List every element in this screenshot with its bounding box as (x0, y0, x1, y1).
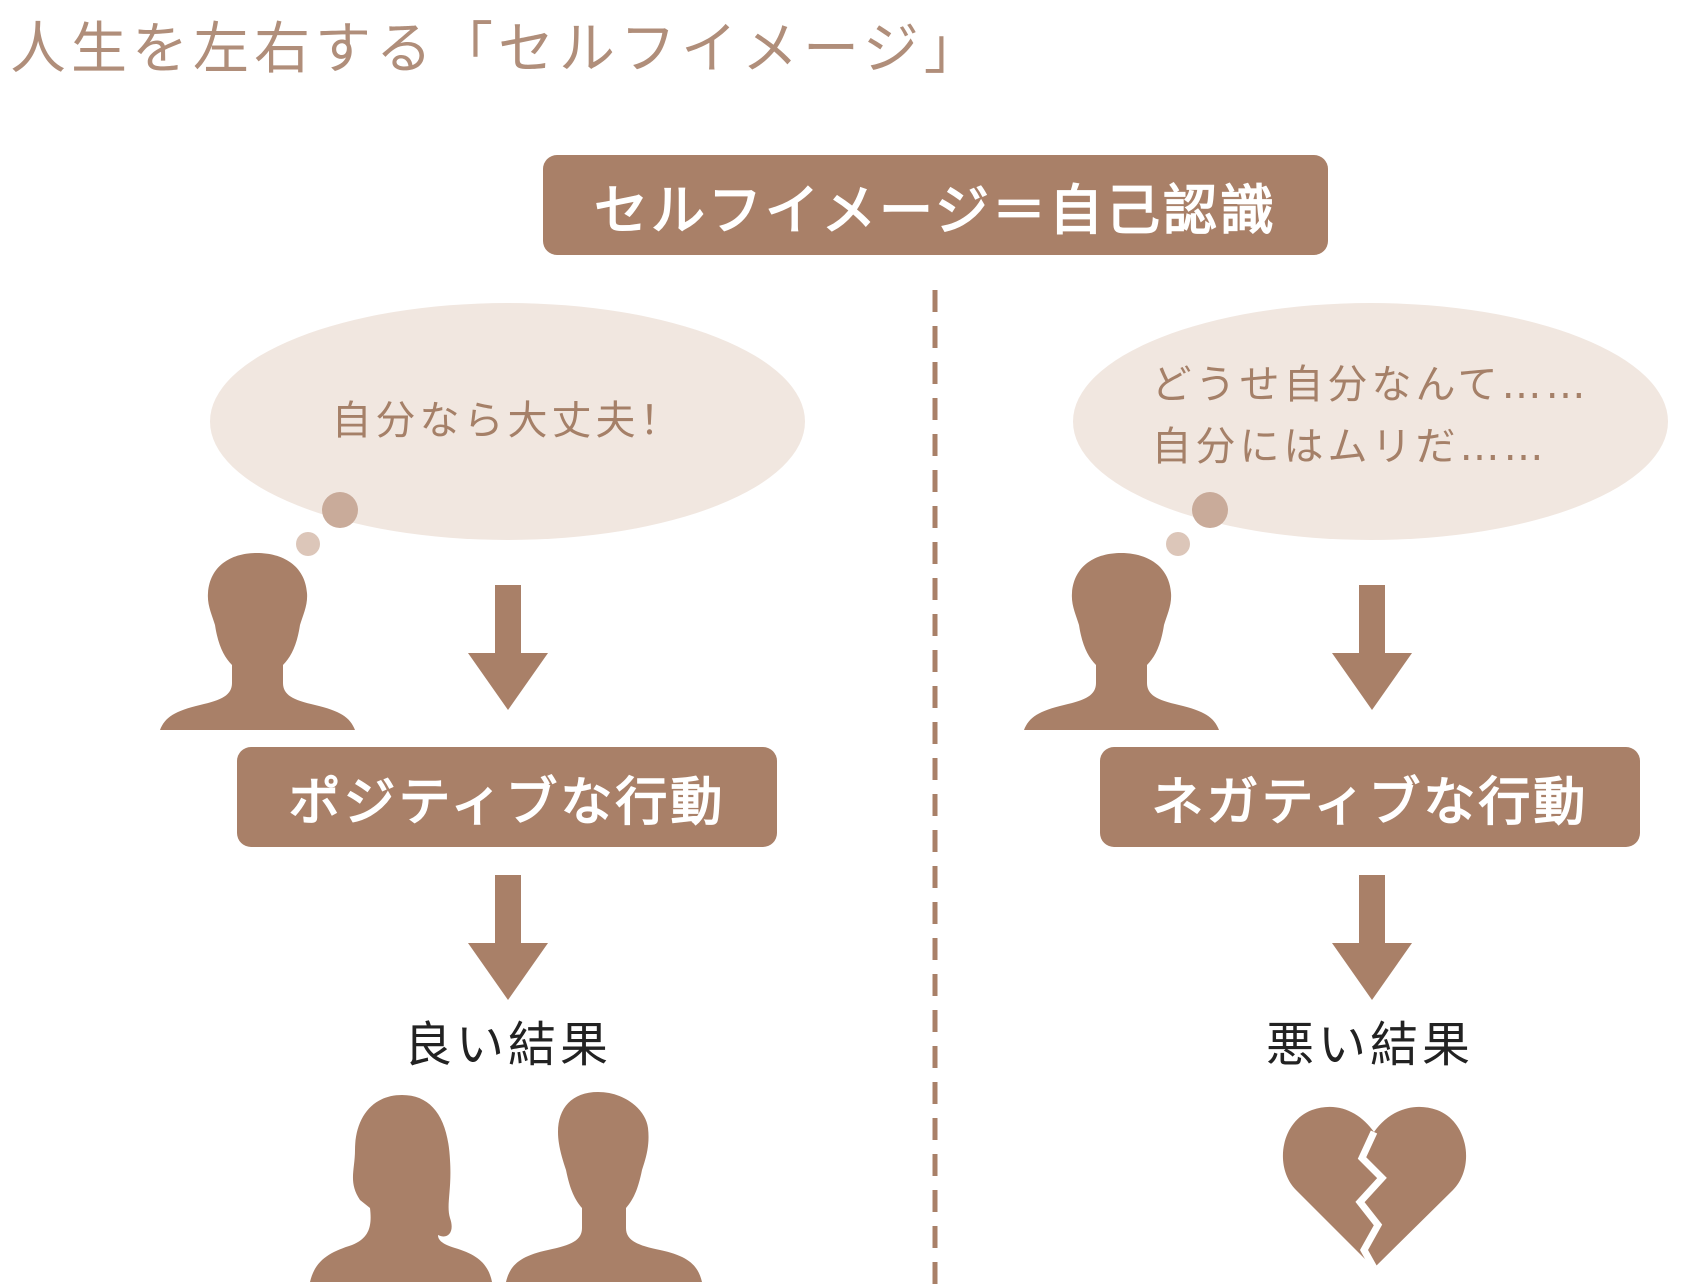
thought-bubble-positive: 自分なら大丈夫！ (210, 303, 805, 540)
bad-result-label: 悪い結果 (1265, 1017, 1474, 1073)
thought-text-negative: どうせ自分なんて…… 自分にはムリだ…… (1151, 361, 1590, 470)
thought-dots-left (296, 492, 358, 556)
couple-icon (310, 1092, 702, 1282)
arrow-down-icon (468, 585, 548, 710)
good-result-label: 良い結果 (403, 1017, 612, 1073)
broken-heart-icon (1282, 1106, 1467, 1270)
thought-dots-right (1166, 492, 1228, 556)
thought-bubble-negative: どうせ自分なんて…… 自分にはムリだ…… (1073, 303, 1668, 540)
person-icon (1024, 553, 1219, 730)
negative-action-box: ネガティブな行動 (1100, 747, 1640, 847)
center-divider (932, 290, 938, 1285)
page-title: 人生を左右する「セルフイメージ」 (10, 17, 985, 82)
person-icon (160, 553, 355, 730)
arrow-down-icon (1332, 875, 1412, 1000)
thought-text-positive: 自分なら大丈夫！ (331, 397, 684, 444)
arrow-down-icon (468, 875, 548, 1000)
self-image-header: セルフイメージ＝自己認識 (543, 155, 1328, 255)
arrow-down-icon (1332, 585, 1412, 710)
positive-action-box: ポジティブな行動 (237, 747, 777, 847)
